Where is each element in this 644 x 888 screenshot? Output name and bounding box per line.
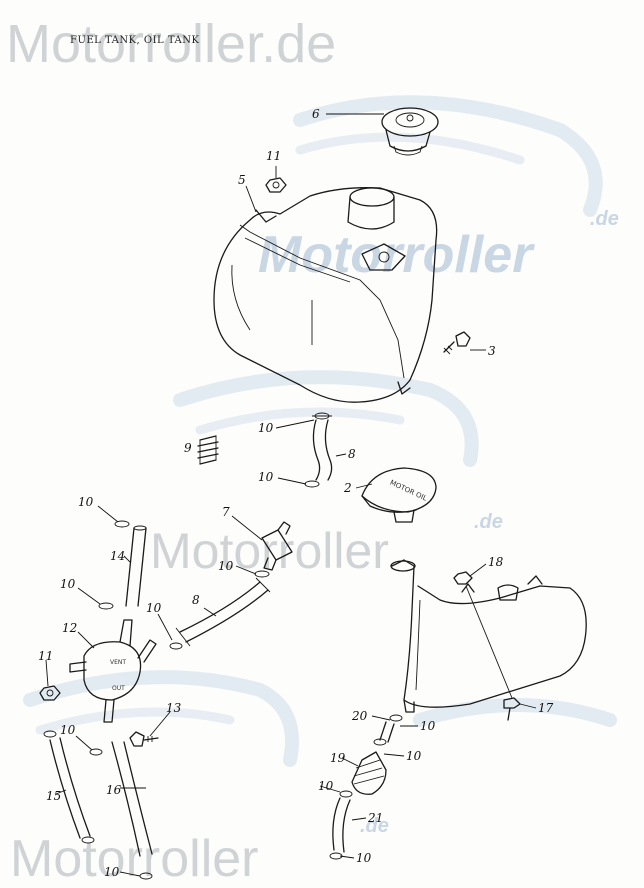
callout-3: 3 bbox=[488, 344, 496, 358]
callout-18: 18 bbox=[488, 555, 504, 569]
callout-10: 10 bbox=[406, 749, 422, 763]
hose-21 bbox=[332, 797, 351, 853]
watermark-brand-center: Motorroller bbox=[150, 523, 389, 579]
callout-10: 10 bbox=[356, 851, 372, 865]
callout-2: 2 bbox=[343, 481, 352, 495]
callout-5: 5 bbox=[238, 173, 246, 187]
fuel-valve: VENT OUT bbox=[69, 619, 157, 723]
diagram-title: FUEL TANK, OIL TANK bbox=[70, 35, 199, 46]
callout-11: 11 bbox=[38, 649, 53, 663]
callout-20: 20 bbox=[351, 709, 368, 723]
fuel-cap bbox=[381, 107, 439, 156]
bolt-17 bbox=[503, 697, 521, 721]
watermark-suffix-center: .de bbox=[474, 511, 503, 533]
leader-lines bbox=[45, 113, 537, 877]
callout-10: 10 bbox=[146, 601, 162, 615]
callout-10: 10 bbox=[60, 723, 76, 737]
callout-11: 11 bbox=[266, 149, 281, 163]
hose-14 bbox=[125, 525, 147, 607]
callout-10: 10 bbox=[218, 559, 234, 573]
callout-10: 10 bbox=[78, 495, 94, 509]
callout-labels: 6 11 5 3 10 9 8 10 2 10 7 14 10 8 10 10 … bbox=[38, 107, 554, 879]
valve-vent-marking: VENT bbox=[110, 659, 126, 666]
callout-8: 8 bbox=[192, 593, 200, 607]
oil-filter-19 bbox=[351, 751, 387, 795]
hose-16 bbox=[111, 741, 153, 857]
hose-8-lower bbox=[175, 577, 271, 647]
callout-21: 21 bbox=[367, 811, 383, 825]
callout-10: 10 bbox=[258, 470, 274, 484]
callout-12: 12 bbox=[62, 621, 77, 635]
callout-9: 9 bbox=[184, 441, 192, 455]
oil-cap: MOTOR OIL bbox=[361, 467, 437, 523]
callout-7: 7 bbox=[222, 505, 230, 519]
hose-8-upper bbox=[312, 415, 333, 481]
oil-tank bbox=[390, 559, 587, 713]
valve-out-marking: OUT bbox=[112, 685, 125, 692]
callout-10: 10 bbox=[420, 719, 436, 733]
watermark-brand-bottom: Motorroller bbox=[10, 830, 259, 888]
watermark-suffix-bottom: .de bbox=[360, 815, 389, 837]
callout-17: 17 bbox=[538, 701, 554, 715]
fuel-tank bbox=[213, 187, 438, 403]
nut-lower bbox=[39, 685, 61, 701]
callout-15: 15 bbox=[46, 789, 61, 803]
fuel-filter bbox=[261, 521, 293, 571]
callout-8: 8 bbox=[348, 447, 356, 461]
callout-19: 19 bbox=[330, 751, 346, 765]
hose-15 bbox=[49, 737, 91, 839]
nut-top bbox=[265, 177, 287, 193]
watermark-brand-mid: Motorroller bbox=[258, 226, 535, 284]
callout-14: 14 bbox=[110, 549, 125, 563]
callout-10: 10 bbox=[60, 577, 76, 591]
bolt-13 bbox=[129, 731, 159, 747]
spring-9 bbox=[197, 435, 219, 465]
callout-13: 13 bbox=[166, 701, 182, 715]
callout-16: 16 bbox=[106, 783, 122, 797]
watermark-suffix-mid: .de bbox=[590, 208, 619, 230]
callout-10: 10 bbox=[318, 779, 334, 793]
watermark-brand-top: Motorroller.de bbox=[6, 14, 336, 74]
nut-18 bbox=[453, 571, 473, 585]
watermark-swirls bbox=[23, 95, 617, 767]
callout-10: 10 bbox=[258, 421, 274, 435]
hose-20 bbox=[379, 721, 395, 743]
oil-cap-marking: MOTOR OIL bbox=[389, 479, 429, 503]
callout-10: 10 bbox=[104, 865, 120, 879]
bolt-3 bbox=[443, 331, 471, 355]
callout-6: 6 bbox=[312, 107, 320, 121]
